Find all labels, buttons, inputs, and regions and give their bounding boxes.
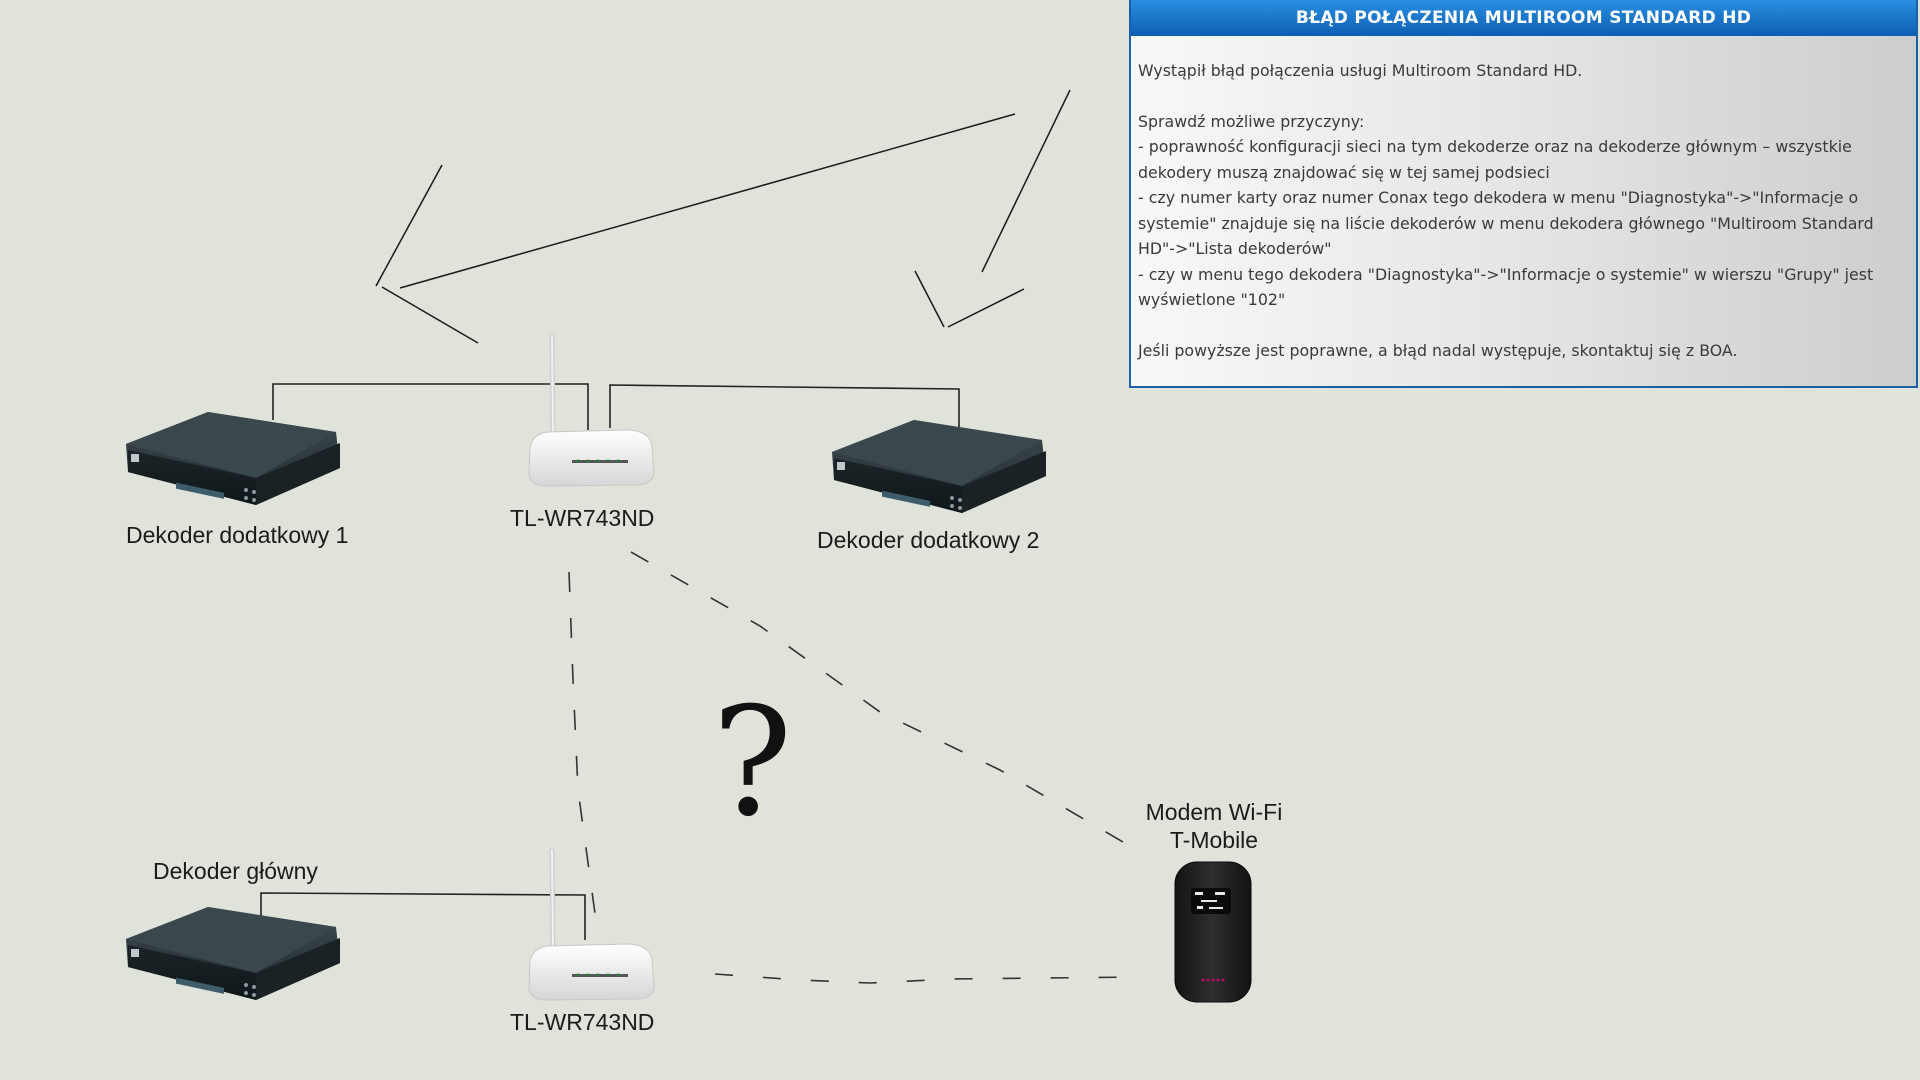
check-header: Sprawdź możliwe przyczyny: [1138, 111, 1365, 131]
decoder-1-label: Dekoder dodatkowy 1 [126, 522, 349, 548]
cause-groups: - czy w menu tego dekodera "Diagnostyka"… [1138, 264, 1874, 310]
error-dialog-title: BŁĄD POŁĄCZENIA MULTIROOM STANDARD HD [1131, 0, 1916, 36]
error-dialog-body: Wystąpił błąd połączenia usługi Multiroo… [1131, 36, 1916, 363]
router-bottom-device [528, 847, 655, 1001]
cable-main-decoder-router [260, 892, 586, 940]
decoder-main-device [126, 907, 340, 1000]
wireless-link-routers [568, 571, 598, 929]
cable-decoder1-router [272, 383, 589, 430]
wireless-link-router-modem [630, 551, 1141, 853]
router-top-label: TL-WR743ND [510, 505, 655, 531]
contact-footer: Jeśli powyższe jest poprawne, a błąd nad… [1138, 340, 1738, 360]
error-dialog: BŁĄD POŁĄCZENIA MULTIROOM STANDARD HD Wy… [1129, 0, 1918, 388]
decoder-2-device [832, 420, 1046, 513]
arrow-to-decoder1 [375, 113, 1016, 344]
arrow-to-decoder2 [914, 89, 1071, 328]
modem-label-line1: Modem Wi-Fi [1145, 799, 1283, 825]
cause-network-config: - poprawność konfiguracji sieci na tym d… [1138, 137, 1852, 182]
cable-router-decoder2 [609, 384, 960, 430]
decoder-main-label: Dekoder główny [153, 858, 318, 884]
modem-label-line2: T-Mobile [1169, 827, 1259, 853]
router-top-device [528, 333, 655, 487]
question-mark: ? [712, 676, 793, 850]
decoder-1-device [126, 412, 340, 505]
decoder-2-label: Dekoder dodatkowy 2 [817, 527, 1040, 553]
wireless-link-bottom-router-modem [714, 973, 1141, 984]
modem-device [1174, 861, 1252, 1003]
cause-card-number: - czy numer karty oraz numer Conax tego … [1138, 188, 1874, 258]
error-message: Wystąpił błąd połączenia usługi Multiroo… [1138, 61, 1583, 80]
router-bottom-label: TL-WR743ND [510, 1009, 655, 1035]
